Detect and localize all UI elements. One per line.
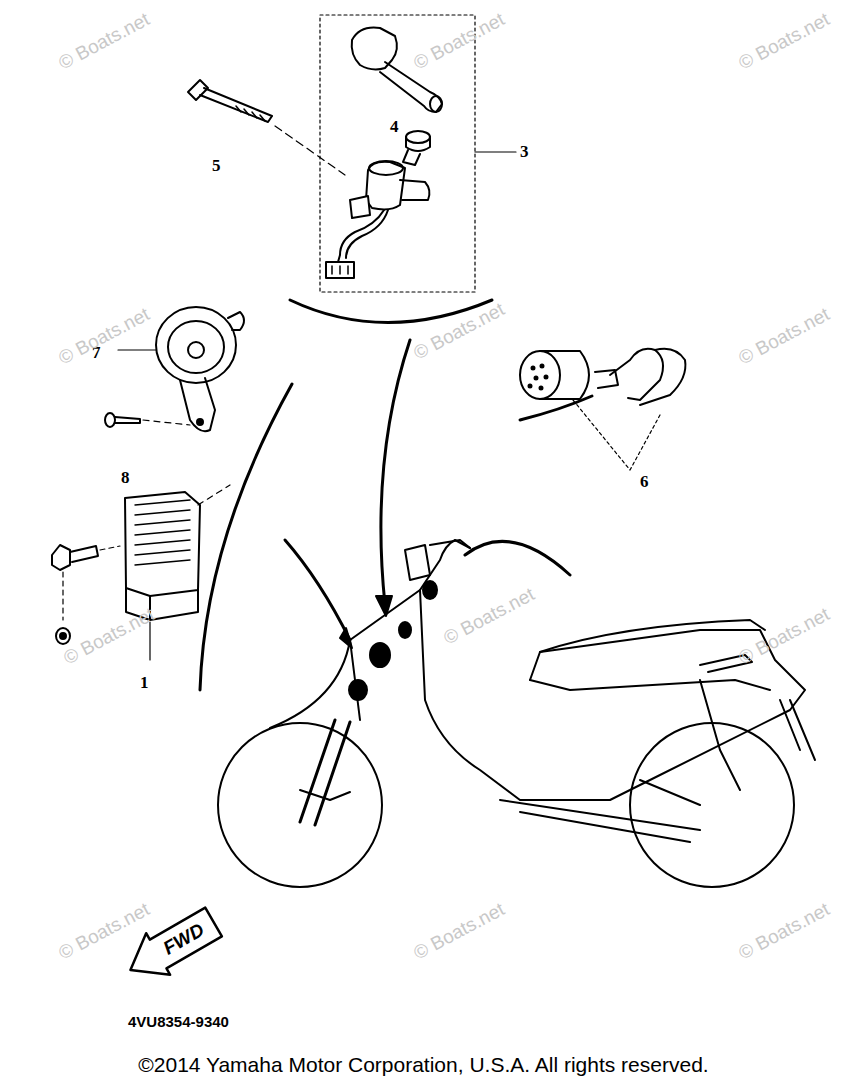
callout-number: 6 [640,472,649,492]
callout-number: 8 [121,468,130,488]
watermark: © Boats.net [410,8,508,74]
bolt [188,80,345,175]
watermark: © Boats.net [55,8,153,74]
watermark: © Boats.net [55,303,153,369]
rectifier-regulator [125,485,230,660]
callout-number: 4 [390,117,399,137]
flasher-relay [520,349,685,470]
watermark: © Boats.net [735,8,833,74]
callout-number: 5 [212,156,221,176]
diagram-code: 4VU8354-9340 [128,1013,229,1030]
copyright-caption: ©2014 Yamaha Motor Corporation, U.S.A. A… [138,1053,708,1077]
key-cap [403,131,430,165]
watermark: © Boats.net [440,583,538,649]
watermark: © Boats.net [410,298,508,364]
watermark: © Boats.net [410,898,508,964]
main-switch [326,161,429,278]
watermark: © Boats.net [735,898,833,964]
watermark: © Boats.net [735,303,833,369]
callout-number: 1 [140,673,149,693]
screw [105,413,190,427]
watermark: © Boats.net [60,603,158,669]
callout-number: 3 [520,142,529,162]
watermark: © Boats.net [735,603,833,669]
scooter [218,540,815,887]
